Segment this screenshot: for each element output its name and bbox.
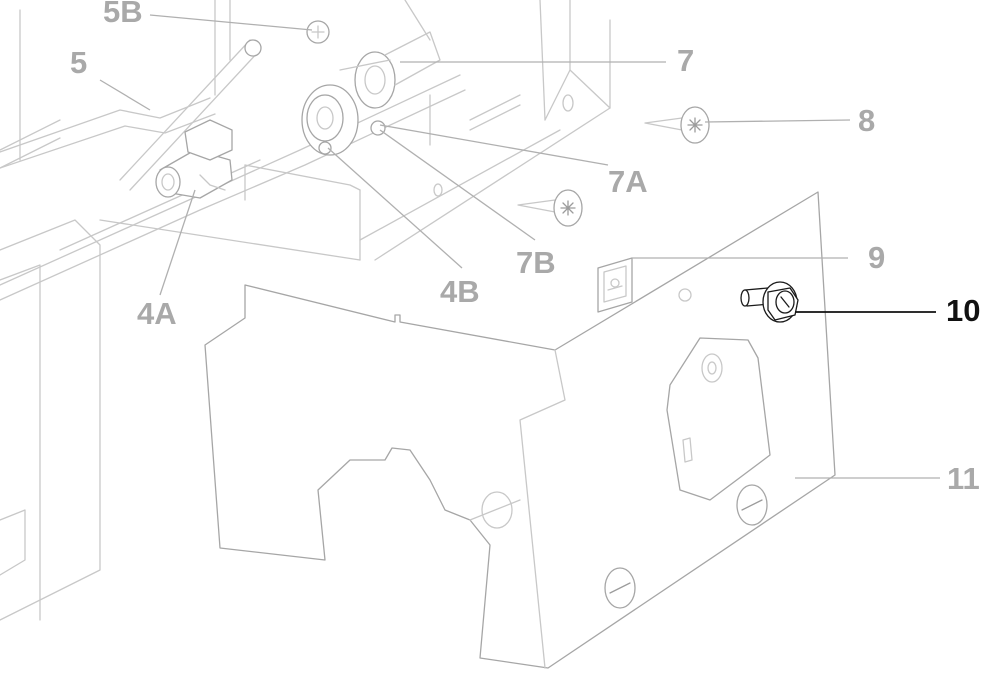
callout-5b: 5B bbox=[103, 0, 143, 29]
callout-4a: 4A bbox=[137, 296, 177, 331]
screw-8-lower bbox=[517, 189, 583, 227]
rod-5 bbox=[0, 97, 216, 169]
upper-housing bbox=[99, 0, 611, 261]
left-frame bbox=[0, 9, 101, 621]
callout-7b: 7B bbox=[516, 245, 556, 280]
callout-labels: 5B 5 7 8 7A 7B 9 4B 4A 10 11 bbox=[70, 0, 980, 496]
callout-4b: 4B bbox=[440, 274, 480, 309]
callout-7a: 7A bbox=[608, 164, 648, 199]
callout-7: 7 bbox=[677, 43, 694, 78]
screw-10-highlighted bbox=[740, 281, 799, 323]
callout-5: 5 bbox=[70, 45, 87, 80]
callout-11: 11 bbox=[947, 461, 980, 496]
callout-10: 10 bbox=[946, 293, 980, 328]
callout-8: 8 bbox=[858, 103, 875, 138]
callout-9: 9 bbox=[868, 240, 885, 275]
screw-8-upper bbox=[644, 106, 710, 144]
leader-lines bbox=[99, 14, 940, 479]
fitting-4a bbox=[155, 119, 233, 199]
cover-plate-11 bbox=[204, 191, 836, 669]
clip-9 bbox=[597, 257, 633, 313]
valve-assembly bbox=[244, 20, 441, 156]
